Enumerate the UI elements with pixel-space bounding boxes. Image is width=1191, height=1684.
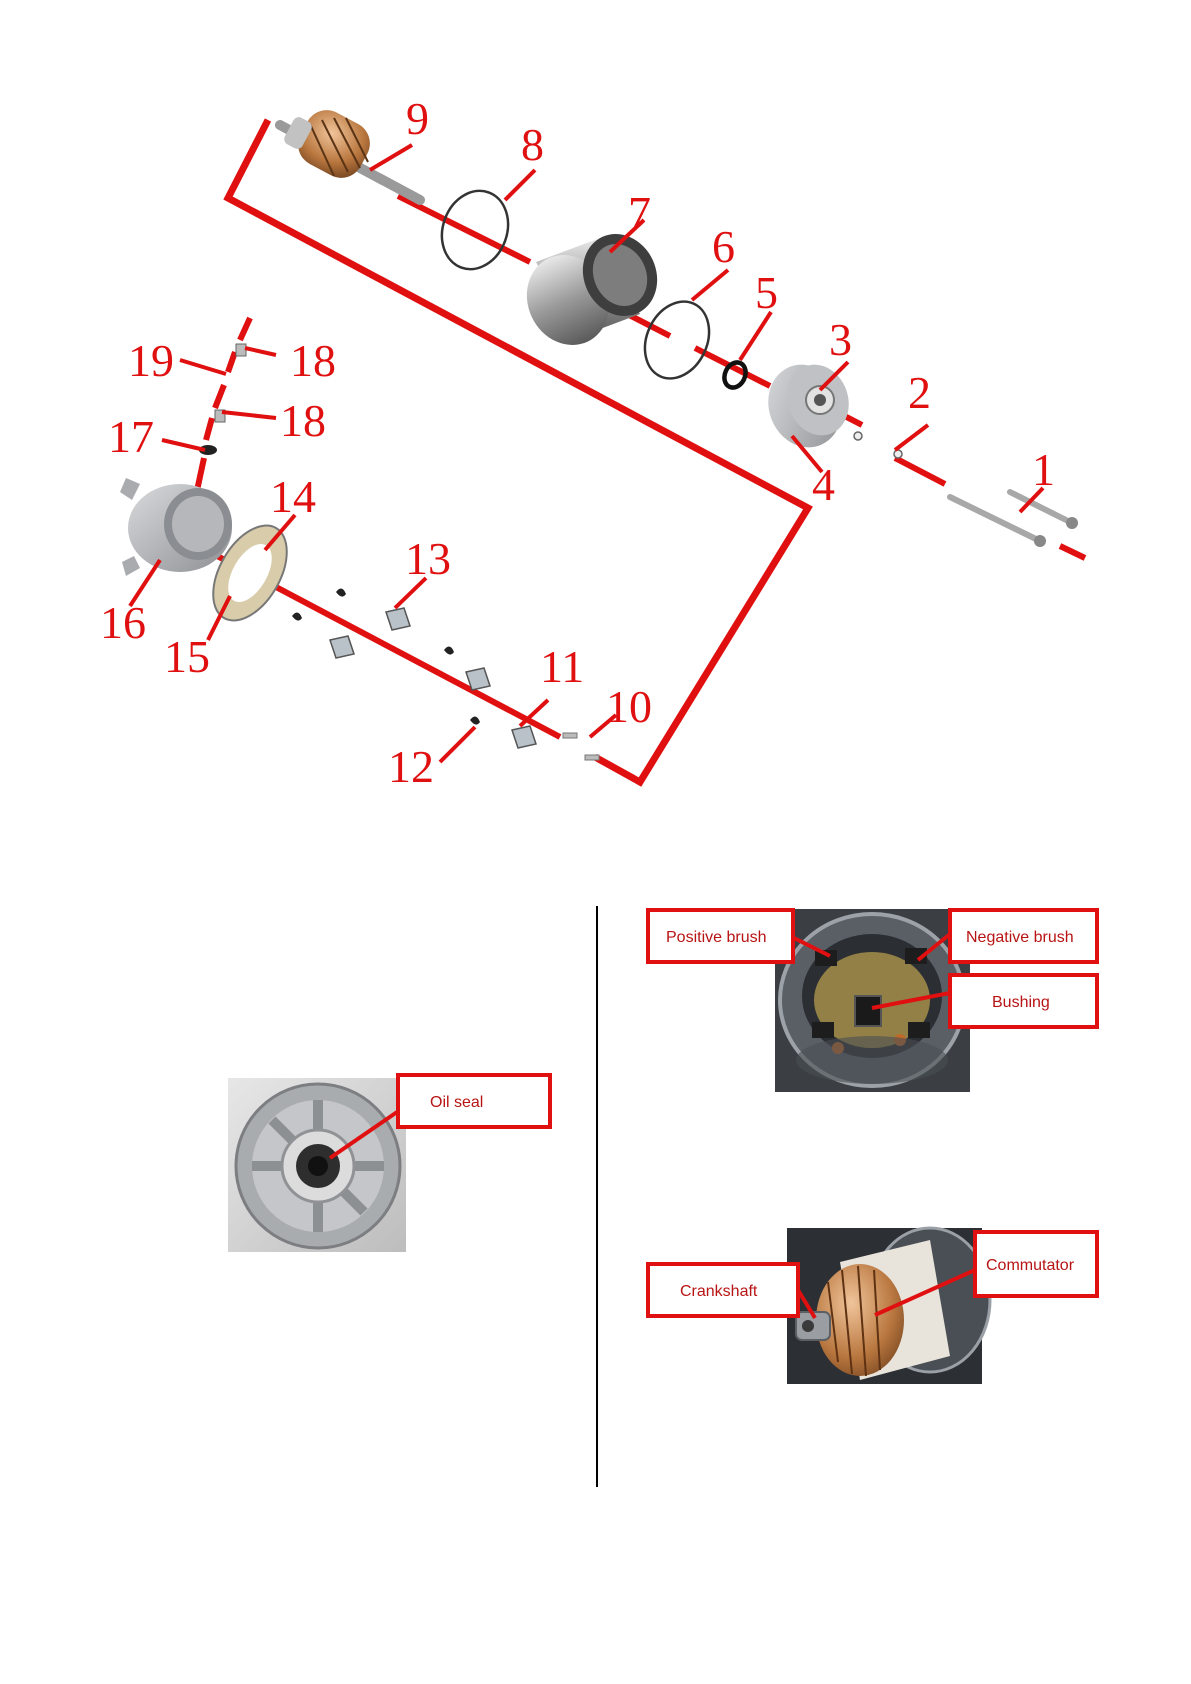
negative-brush-label: Negative brush — [966, 929, 1074, 946]
photo-brush-holder: Positive brush Negative brush Bushing — [648, 909, 1097, 1092]
bushing — [855, 996, 881, 1026]
callout-number: 14 — [270, 471, 316, 522]
callout-number: 16 — [100, 597, 146, 648]
callout-number: 1 — [1032, 444, 1055, 495]
photo-armature: Crankshaft Commutator — [648, 1228, 1097, 1384]
callout-number: 15 — [164, 631, 210, 682]
callout-number: 2 — [908, 367, 931, 418]
callout-number: 13 — [405, 533, 451, 584]
callout-number: 18 — [290, 335, 336, 386]
part-washer-2a — [854, 432, 862, 440]
commutator-label: Commutator — [986, 1257, 1075, 1274]
callout-number: 4 — [812, 459, 835, 510]
callout-number: 10 — [606, 681, 652, 732]
callout-number: 5 — [755, 267, 778, 318]
callout-number: 6 — [712, 221, 735, 272]
exploded-diagram: 1 2 3 4 5 6 7 8 9 10 11 12 13 14 15 16 1… — [100, 93, 1085, 792]
guide-vertical-c — [215, 385, 224, 408]
callout-number: 17 — [108, 411, 154, 462]
oil-seal-label: Oil seal — [430, 1094, 483, 1111]
guide-axis-top-e — [895, 458, 945, 484]
callout-number: 12 — [388, 741, 434, 792]
callout-leaders — [130, 145, 1043, 762]
callout-number: 11 — [540, 641, 584, 692]
callout-number: 18 — [280, 395, 326, 446]
part-end-cover-3 — [757, 354, 859, 458]
callout-number: 7 — [628, 187, 651, 238]
guide-vertical-b — [228, 352, 235, 372]
part-washer-2b — [894, 450, 902, 458]
callout-number: 9 — [406, 93, 429, 144]
crankshaft-label: Crankshaft — [680, 1283, 758, 1300]
guide-axis-top-c — [695, 348, 770, 386]
callout-number: 8 — [521, 119, 544, 170]
guide-vertical-d — [206, 418, 212, 440]
positive-brush-label: Positive brush — [666, 929, 767, 946]
guide-vertical-a — [240, 318, 250, 340]
part-pins-10 — [563, 733, 599, 760]
bushing-label: Bushing — [992, 994, 1050, 1011]
photo-end-cover: Oil seal — [228, 1075, 550, 1252]
guide-axis-top-a — [398, 196, 530, 262]
callout-number: 3 — [829, 314, 852, 365]
part-o-ring-large-8 — [431, 181, 519, 278]
part-rear-cover-16 — [120, 478, 232, 576]
part-through-bolts-1 — [950, 492, 1078, 547]
guide-axis-top-f — [1060, 546, 1085, 558]
callout-number: 19 — [128, 335, 174, 386]
guide-loop-line — [228, 120, 808, 782]
